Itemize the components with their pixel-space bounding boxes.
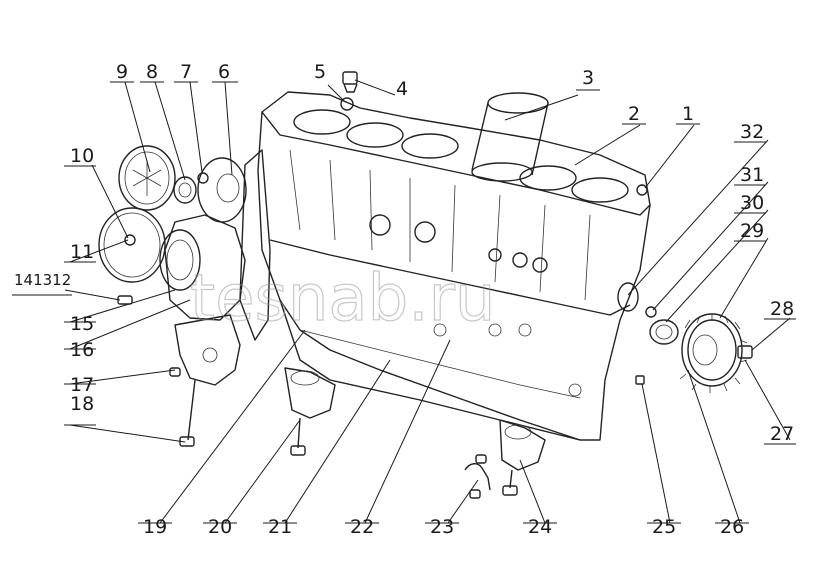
callout-labels: 1 2 3 4 5 6 7 8 9 10 11 141312 15 16 17 … [12,61,796,538]
callout-17: 17 [70,374,94,396]
callout-22: 22 [350,516,374,538]
callout-27: 27 [770,423,794,445]
callout-10: 10 [70,145,94,167]
callout-12-13-14: 141312 [14,271,71,289]
callout-2: 2 [628,103,640,125]
callout-3: 3 [582,67,594,89]
callout-18: 18 [70,393,94,415]
callout-21: 21 [268,516,292,538]
callout-32: 32 [740,121,764,143]
cylinder-liner [471,92,549,182]
callout-30: 30 [740,192,764,214]
callout-19: 19 [143,516,167,538]
cylinder-block [239,91,651,441]
callout-15: 15 [70,313,94,335]
callout-23: 23 [430,516,454,538]
front-covers [98,145,247,447]
watermark-text: tesnab.ru [190,262,495,336]
leader-lines [64,79,791,524]
callout-11: 11 [70,241,94,263]
callout-16: 16 [70,339,94,361]
callout-8: 8 [146,61,158,83]
callout-5: 5 [314,61,326,83]
callout-20: 20 [208,516,232,538]
callout-24: 24 [528,516,552,538]
plug-and-bolt [340,71,648,196]
callout-31: 31 [740,164,764,186]
callout-6: 6 [218,61,230,83]
callout-4: 4 [396,78,408,100]
callout-1: 1 [682,103,694,125]
rear-gear-assembly [635,306,753,393]
oil-jet [464,454,491,499]
callout-7: 7 [180,61,192,83]
callout-25: 25 [652,516,676,538]
callout-9: 9 [116,61,128,83]
bearing-caps [284,367,546,496]
callout-28: 28 [770,298,794,320]
callout-29: 29 [740,220,764,242]
callout-26: 26 [720,516,744,538]
